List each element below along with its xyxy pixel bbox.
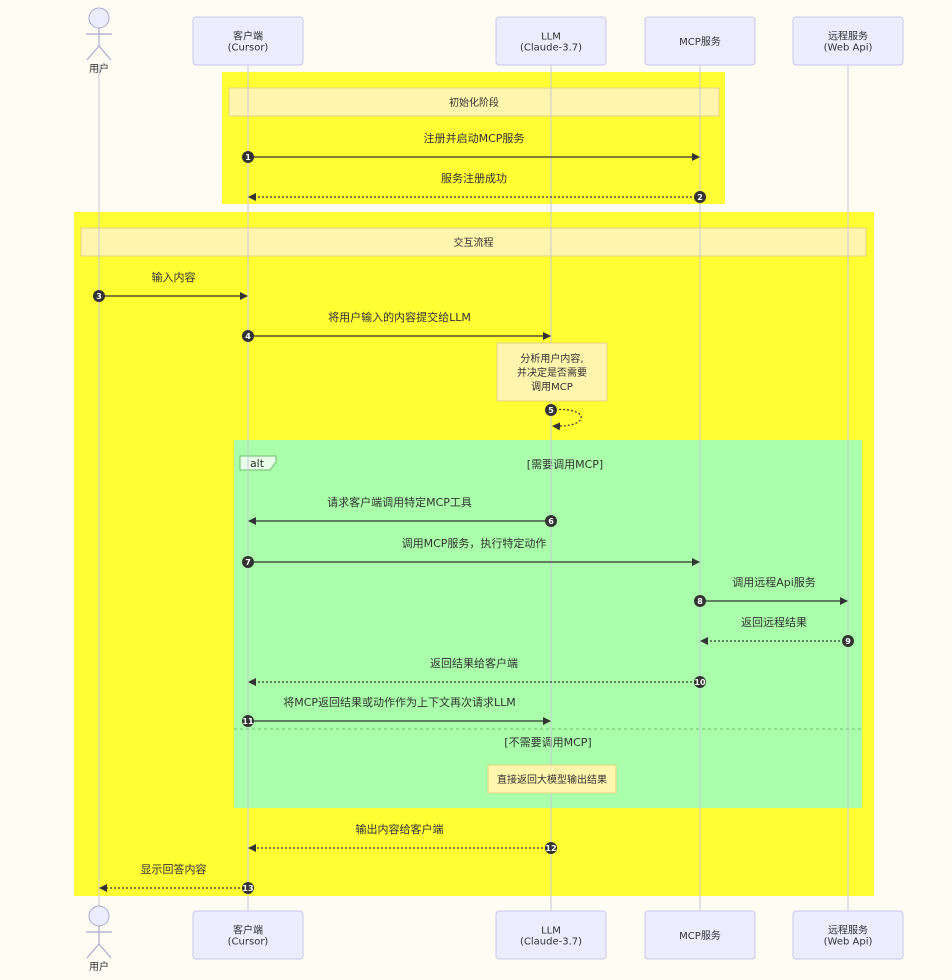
participant-remote-bottom-line-0: 远程服务 [828, 924, 868, 937]
participant-remote-top-line-0: 远程服务 [828, 30, 868, 43]
message-label-2: 服务注册成功 [441, 171, 507, 185]
participant-llm-top-line-0: LLM [541, 32, 561, 43]
sequence-number-2: 2 [697, 193, 703, 202]
message-label-11: 将MCP返回结果或动作作为上下文再次请求LLM [283, 695, 516, 709]
sequence-number-4: 4 [245, 332, 251, 341]
participant-llm-bottom-line-1: (Claude-3.7) [520, 937, 582, 948]
message-label-6: 请求客户端调用特定MCP工具 [327, 495, 472, 509]
participant-client-bottom-line-0: 客户端 [233, 924, 263, 937]
actor-body-top [86, 28, 112, 61]
participant-box-mcp-top [644, 16, 756, 66]
sequence-number-3: 3 [96, 292, 102, 301]
participant-llm-bottom-line-0: LLM [541, 926, 561, 937]
participant-box-mcp-bottom [644, 910, 756, 960]
sequence-number-badge-3 [93, 290, 105, 302]
sequence-number-1: 1 [245, 153, 251, 162]
note-direct-line-0: 直接返回大模型输出结果 [497, 773, 607, 786]
message-arrow-5 [550, 408, 582, 431]
note-box-direct [487, 764, 617, 794]
message-label-12: 输出内容给客户端 [356, 822, 444, 836]
message-label-1: 注册并启动MCP服务 [424, 131, 525, 145]
message-label-13: 显示回答内容 [141, 862, 207, 876]
message-label-9: 返回远程结果 [741, 616, 807, 629]
region-title-interact: 交互流程 [454, 236, 494, 249]
participant-box-client-bottom [192, 910, 304, 960]
alt-else-condition: [不需要调用MCP] [504, 736, 591, 749]
actor-body-bottom [86, 926, 112, 959]
participant-mcp-top-line-0: MCP服务 [679, 35, 721, 48]
sequence-number-12: 12 [545, 844, 556, 853]
sequence-number-10: 10 [694, 678, 706, 687]
participant-remote-bottom-line-1: (Web Api) [824, 937, 873, 948]
sequence-number-badge-11 [242, 715, 254, 727]
sequence-number-badge-10 [694, 676, 706, 688]
participant-client-bottom-line-1: (Cursor) [228, 937, 269, 948]
sequence-number-13: 13 [242, 884, 253, 893]
alt-frame [234, 440, 862, 808]
message-label-10: 返回结果给客户端 [430, 656, 518, 670]
sequence-number-badge-12 [545, 842, 557, 854]
note-box-analyze [496, 342, 608, 402]
alt-tag-box [239, 455, 277, 471]
participant-box-llm-bottom [495, 910, 607, 960]
sequence-number-badge-4 [242, 330, 254, 342]
sequence-number-8: 8 [697, 597, 703, 606]
actor-head-top [88, 7, 110, 29]
note-analyze-line-2: 调用MCP [531, 381, 573, 393]
sequence-number-badge-1 [242, 151, 254, 163]
message-label-8: 调用远程Api服务 [732, 576, 816, 589]
sequence-number-7: 7 [245, 558, 251, 567]
sequence-number-badge-6 [545, 515, 557, 527]
participant-user-bottom: 用户 [89, 960, 109, 973]
sequence-number-badge-5 [545, 404, 557, 416]
participant-mcp-bottom-line-0: MCP服务 [679, 929, 721, 942]
participant-remote-top-line-1: (Web Api) [824, 43, 873, 54]
actor-head-bottom [88, 905, 110, 927]
message-label-3: 输入内容 [152, 270, 196, 284]
participant-client-top-line-0: 客户端 [233, 30, 263, 43]
participant-box-remote-top [792, 16, 904, 66]
region-title-init: 初始化阶段 [449, 96, 499, 109]
sequence-number-badge-2 [694, 191, 706, 203]
sequence-number-badge-7 [242, 556, 254, 568]
participant-llm-top-line-1: (Claude-3.7) [520, 43, 582, 54]
alt-tag: alt [250, 457, 265, 470]
sequence-number-9: 9 [845, 637, 851, 646]
note-analyze-line-1: 并决定是否需要 [517, 366, 587, 379]
participant-box-llm-top [495, 16, 607, 66]
message-label-4: 将用户输入的内容提交给LLM [328, 310, 471, 324]
sequence-number-badge-8 [694, 595, 706, 607]
message-label-7: 调用MCP服务，执行特定动作 [402, 536, 547, 550]
region-title-box-init [228, 87, 720, 117]
alt-condition: [需要调用MCP] [527, 458, 603, 471]
sequence-number-6: 6 [548, 517, 554, 526]
sequence-number-badge-13 [242, 882, 254, 894]
participant-box-client-top [192, 16, 304, 66]
participant-client-top-line-1: (Cursor) [228, 43, 269, 54]
sequence-number-badge-9 [842, 635, 854, 647]
note-analyze-line-0: 分析用户内容, [520, 352, 583, 365]
sequence-number-11: 11 [242, 717, 254, 726]
region-title-box-interact [80, 227, 867, 257]
participant-box-remote-bottom [792, 910, 904, 960]
sequence-number-5: 5 [548, 406, 554, 415]
participant-user-top: 用户 [89, 62, 109, 75]
